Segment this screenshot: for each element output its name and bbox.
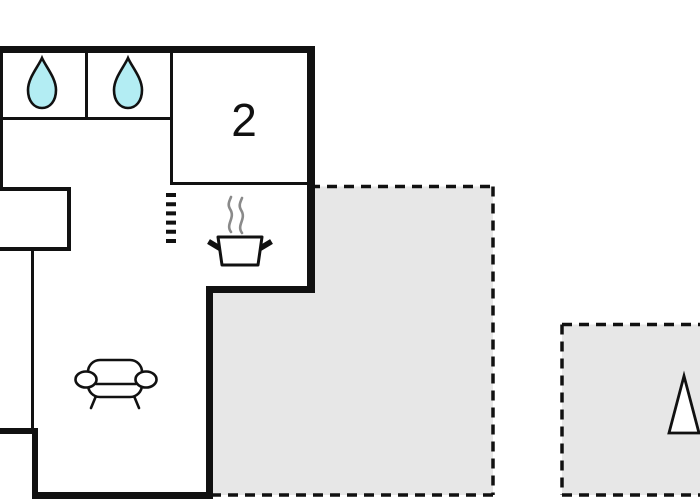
- sofa-icon: [74, 358, 158, 410]
- sofa-arm-right: [134, 370, 158, 389]
- sofa-leg-right: [132, 394, 141, 410]
- terrace-main-fill: [210, 186, 493, 495]
- cooking-pot-icon: [207, 195, 273, 267]
- water-drop-icon: [26, 54, 58, 110]
- sofa-leg-left: [89, 394, 98, 410]
- wall-right: [307, 46, 315, 293]
- wall-lower-left-horizontal: [0, 428, 38, 434]
- wall-top: [3, 46, 315, 53]
- wall-kitchen-step: [206, 286, 315, 293]
- wall-bedroom-bottom: [170, 182, 313, 185]
- wall-bedroom-left: [170, 53, 173, 183]
- steam-icon: [227, 195, 234, 234]
- wall-bathroom-divider: [85, 53, 88, 117]
- wall-left-upper: [0, 46, 3, 191]
- wall-bathrooms-bottom: [2, 117, 171, 120]
- steam-icon: [238, 196, 245, 235]
- wall-hall-left: [31, 249, 34, 430]
- bedroom-count-label: 2: [231, 94, 257, 146]
- triangle-icon: [667, 370, 700, 435]
- closet-outline: [0, 187, 71, 251]
- wall-lower-left-vertical: [32, 428, 38, 499]
- pot-body: [216, 235, 264, 267]
- wall-bottom: [32, 492, 213, 499]
- water-drop-icon: [112, 54, 144, 110]
- wall-lower-right: [206, 286, 213, 499]
- sofa-arm-left: [74, 370, 98, 389]
